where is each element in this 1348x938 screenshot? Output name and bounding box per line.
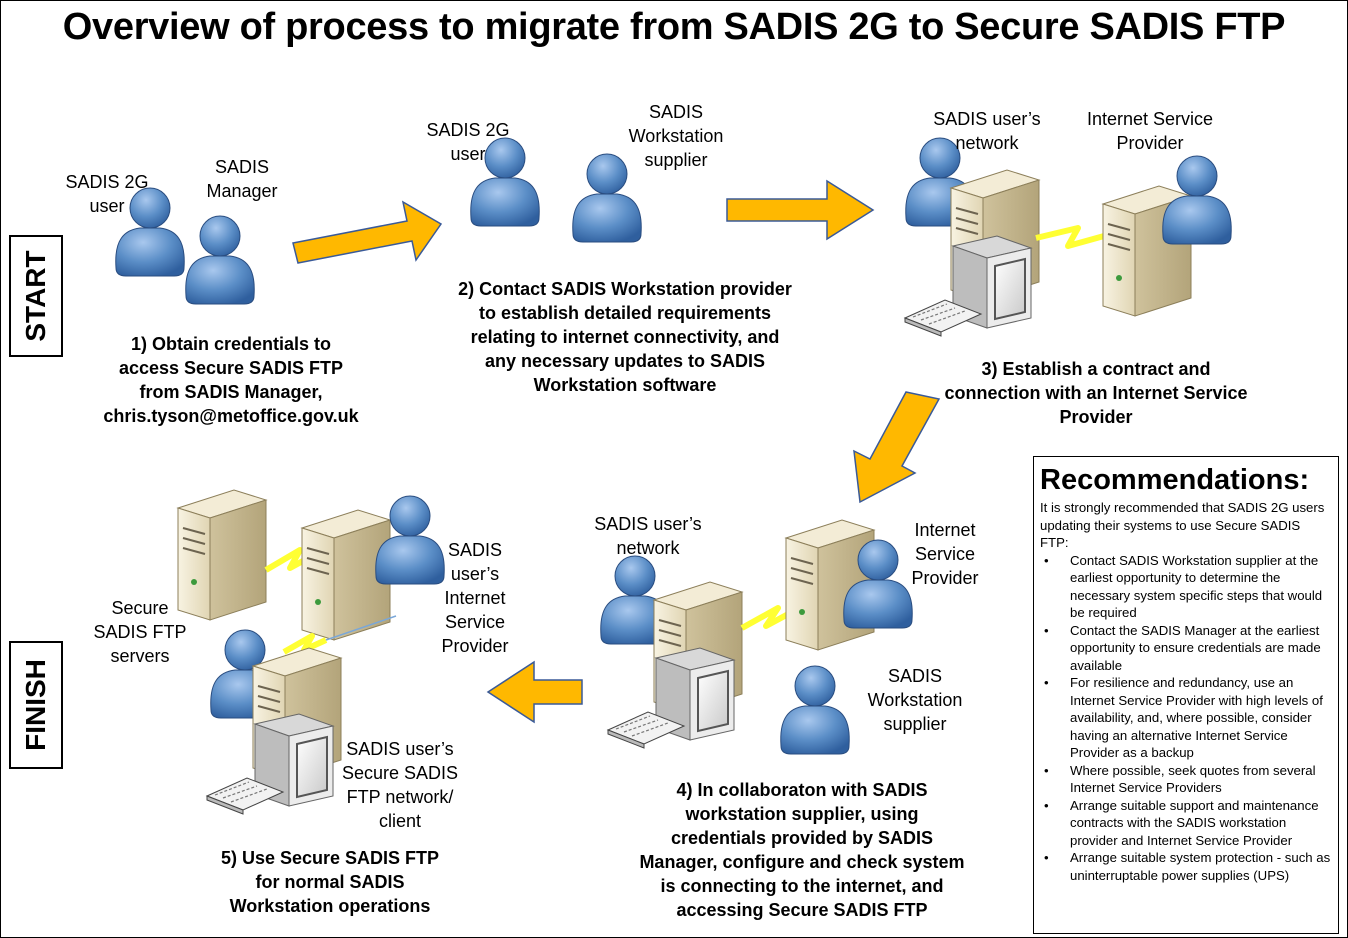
recommendation-item: For resilience and redundancy, use an In… <box>1044 674 1332 762</box>
recommendation-item: Contact the SADIS Manager at the earlies… <box>1044 622 1332 675</box>
recommendations-list: Contact SADIS Workstation supplier at th… <box>1040 552 1332 885</box>
person-icon <box>185 215 255 305</box>
recommendations-panel: Recommendations: It is strongly recommen… <box>1033 456 1339 934</box>
lightning-link-icon <box>740 605 794 631</box>
start-stage-label: START <box>9 235 63 357</box>
lightning-link-icon <box>282 633 328 655</box>
flow-arrow-icon <box>853 391 941 504</box>
flow-arrow-icon <box>292 200 443 264</box>
person-icon <box>780 665 850 755</box>
lightning-link-icon <box>1035 225 1105 249</box>
recommendation-item: Where possible, seek quotes from several… <box>1044 762 1332 797</box>
flow-arrow-icon <box>486 660 583 724</box>
recommendations-intro: It is strongly recommended that SADIS 2G… <box>1040 500 1325 550</box>
recommendations-heading: Recommendations: <box>1040 464 1310 496</box>
recommendation-item: Contact SADIS Workstation supplier at th… <box>1044 552 1332 622</box>
lightning-link-icon <box>264 547 314 573</box>
finish-stage-label: FINISH <box>9 641 63 769</box>
page-title: Overview of process to migrate from SADI… <box>62 6 1286 48</box>
flow-arrow-icon <box>726 179 875 241</box>
recommendation-item: Arrange suitable support and maintenance… <box>1044 797 1332 850</box>
recommendation-item: Arrange suitable system protection - suc… <box>1044 849 1332 884</box>
